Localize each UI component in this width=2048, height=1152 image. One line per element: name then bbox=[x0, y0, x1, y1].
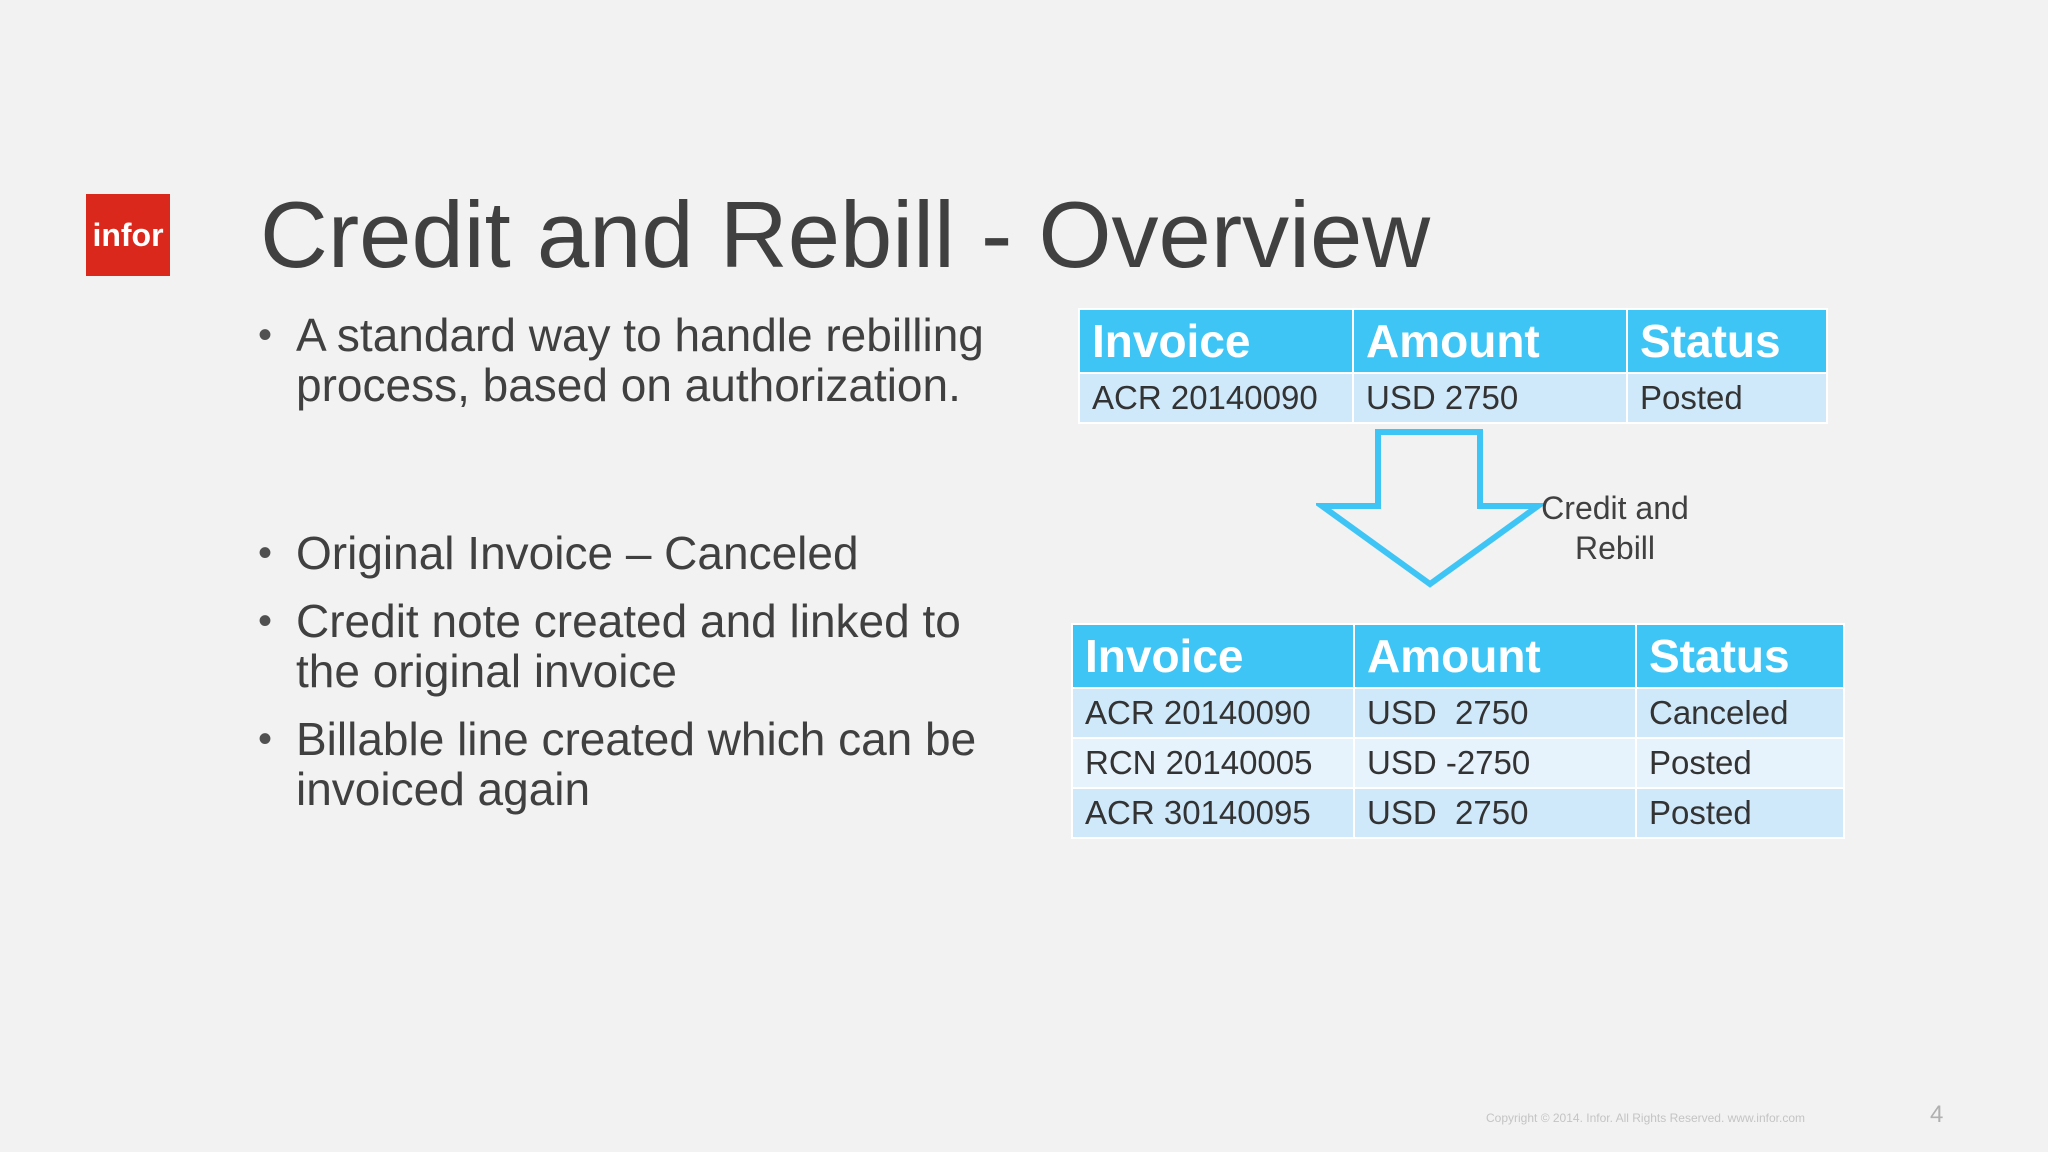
table-header-row: Invoice Amount Status bbox=[1078, 308, 1828, 374]
arrow-label-line: Credit and bbox=[1541, 490, 1689, 526]
cell-amount: USD 2750 bbox=[1353, 787, 1637, 839]
cell-invoice: ACR 30140095 bbox=[1071, 787, 1355, 839]
column-header-amount: Amount bbox=[1352, 308, 1628, 374]
arrow-label-line: Rebill bbox=[1574, 530, 1656, 566]
table-row: ACR 20140090 USD 2750 Canceled bbox=[1071, 687, 1845, 739]
bullet-item: Billable line created which can be invoi… bbox=[258, 714, 1018, 814]
page-number: 4 bbox=[1930, 1101, 1944, 1128]
column-header-status: Status bbox=[1635, 623, 1845, 689]
table-row: ACR 30140095 USD 2750 Posted bbox=[1071, 787, 1845, 839]
infor-logo: infor bbox=[86, 194, 170, 276]
slide-title: Credit and Rebill - Overview bbox=[260, 182, 1431, 287]
cell-invoice: ACR 20140090 bbox=[1078, 372, 1354, 424]
cell-status: Canceled bbox=[1635, 687, 1845, 739]
arrow-label: Credit and Rebill bbox=[1530, 488, 1700, 568]
cell-amount: USD -2750 bbox=[1353, 737, 1637, 789]
bullet-item: Original Invoice – Canceled bbox=[258, 528, 1018, 578]
column-header-invoice: Invoice bbox=[1078, 308, 1354, 374]
bullet-list: A standard way to handle rebilling proce… bbox=[258, 310, 1018, 814]
invoice-table-after: Invoice Amount Status ACR 20140090 USD 2… bbox=[1071, 623, 1845, 839]
column-header-status: Status bbox=[1626, 308, 1828, 374]
table-header-row: Invoice Amount Status bbox=[1071, 623, 1845, 689]
cell-status: Posted bbox=[1626, 372, 1828, 424]
column-header-invoice: Invoice bbox=[1071, 623, 1355, 689]
cell-status: Posted bbox=[1635, 787, 1845, 839]
cell-status: Posted bbox=[1635, 737, 1845, 789]
bullet-item: A standard way to handle rebilling proce… bbox=[258, 310, 1018, 410]
cell-invoice: RCN 20140005 bbox=[1071, 737, 1355, 789]
invoice-table-before: Invoice Amount Status ACR 20140090 USD 2… bbox=[1078, 308, 1828, 424]
bullet-item: Credit note created and linked to the or… bbox=[258, 596, 1018, 696]
copyright-footer: Copyright © 2014. Infor. All Rights Rese… bbox=[1486, 1111, 1805, 1125]
column-header-amount: Amount bbox=[1353, 623, 1637, 689]
table-row: RCN 20140005 USD -2750 Posted bbox=[1071, 737, 1845, 789]
table-row: ACR 20140090 USD 2750 Posted bbox=[1078, 372, 1828, 424]
cell-invoice: ACR 20140090 bbox=[1071, 687, 1355, 739]
cell-amount: USD 2750 bbox=[1353, 687, 1637, 739]
down-arrow-icon bbox=[1316, 429, 1546, 588]
cell-amount: USD 2750 bbox=[1352, 372, 1628, 424]
